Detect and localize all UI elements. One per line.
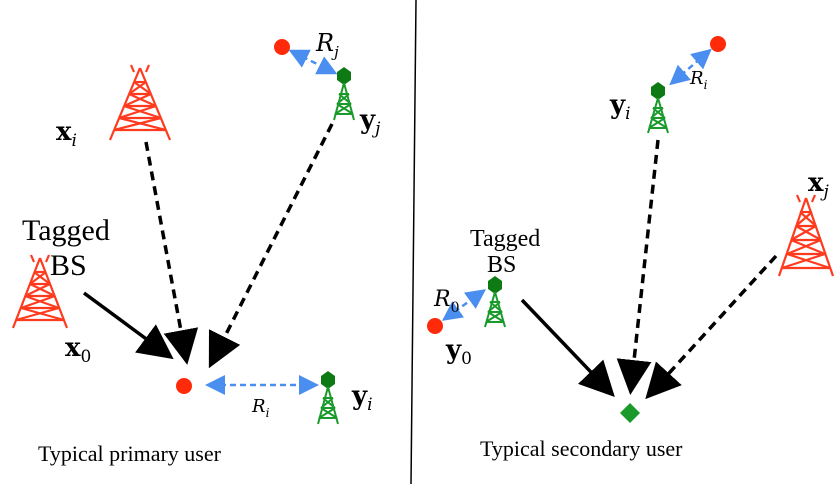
panel-divider (410, 0, 417, 484)
typical-secondary-user-marker (620, 403, 640, 423)
panel-caption: Typical secondary user (480, 436, 683, 461)
x-i-label: xi (56, 117, 77, 151)
radius-arrow (441, 289, 487, 321)
serving-link-arrow (520, 298, 615, 398)
panel-caption: Typical primary user (38, 441, 222, 466)
interference-arrow (144, 141, 199, 365)
tagged-bs-label: BS (487, 252, 516, 278)
primary-user-dot (176, 378, 192, 394)
tagged-secondary-bs-tower-icon (484, 276, 506, 328)
x-j-label: xj (808, 168, 830, 202)
r-i-label: Ri (251, 396, 270, 420)
y-0-label: y0 (445, 335, 472, 369)
secondary-bs-tower-icon (647, 82, 669, 134)
primary-bs-tower-icon (777, 194, 835, 277)
tagged-bs-label: Tagged (22, 214, 110, 247)
secondary-user-dot (710, 36, 726, 52)
y-i-label: yi (609, 90, 631, 124)
interference-arrow (645, 254, 778, 400)
y-i-label: yi (351, 381, 373, 415)
r-i-label: Ri (689, 68, 708, 92)
secondary-bs-tower-icon (333, 67, 355, 121)
tagged-primary-bs-tower-icon (11, 254, 69, 329)
tagged-bs-label: Tagged (470, 226, 540, 252)
interference-arrow (616, 139, 660, 395)
interference-arrow (208, 123, 334, 369)
secondary-user-dot (274, 39, 290, 55)
x-0-label: x0 (65, 333, 91, 367)
radius-arrow (669, 48, 712, 86)
primary-bs-tower-icon (108, 64, 172, 141)
radius-arrow (288, 49, 338, 75)
secondary-user-dot (427, 318, 443, 334)
secondary-bs-tower-icon (317, 371, 339, 425)
y-j-label: yj (359, 105, 381, 139)
r-0-label: R0 (433, 287, 460, 316)
serving-link-arrow (82, 291, 174, 360)
r-j-label: Rj (315, 29, 339, 61)
tagged-bs-label: BS (50, 249, 87, 282)
